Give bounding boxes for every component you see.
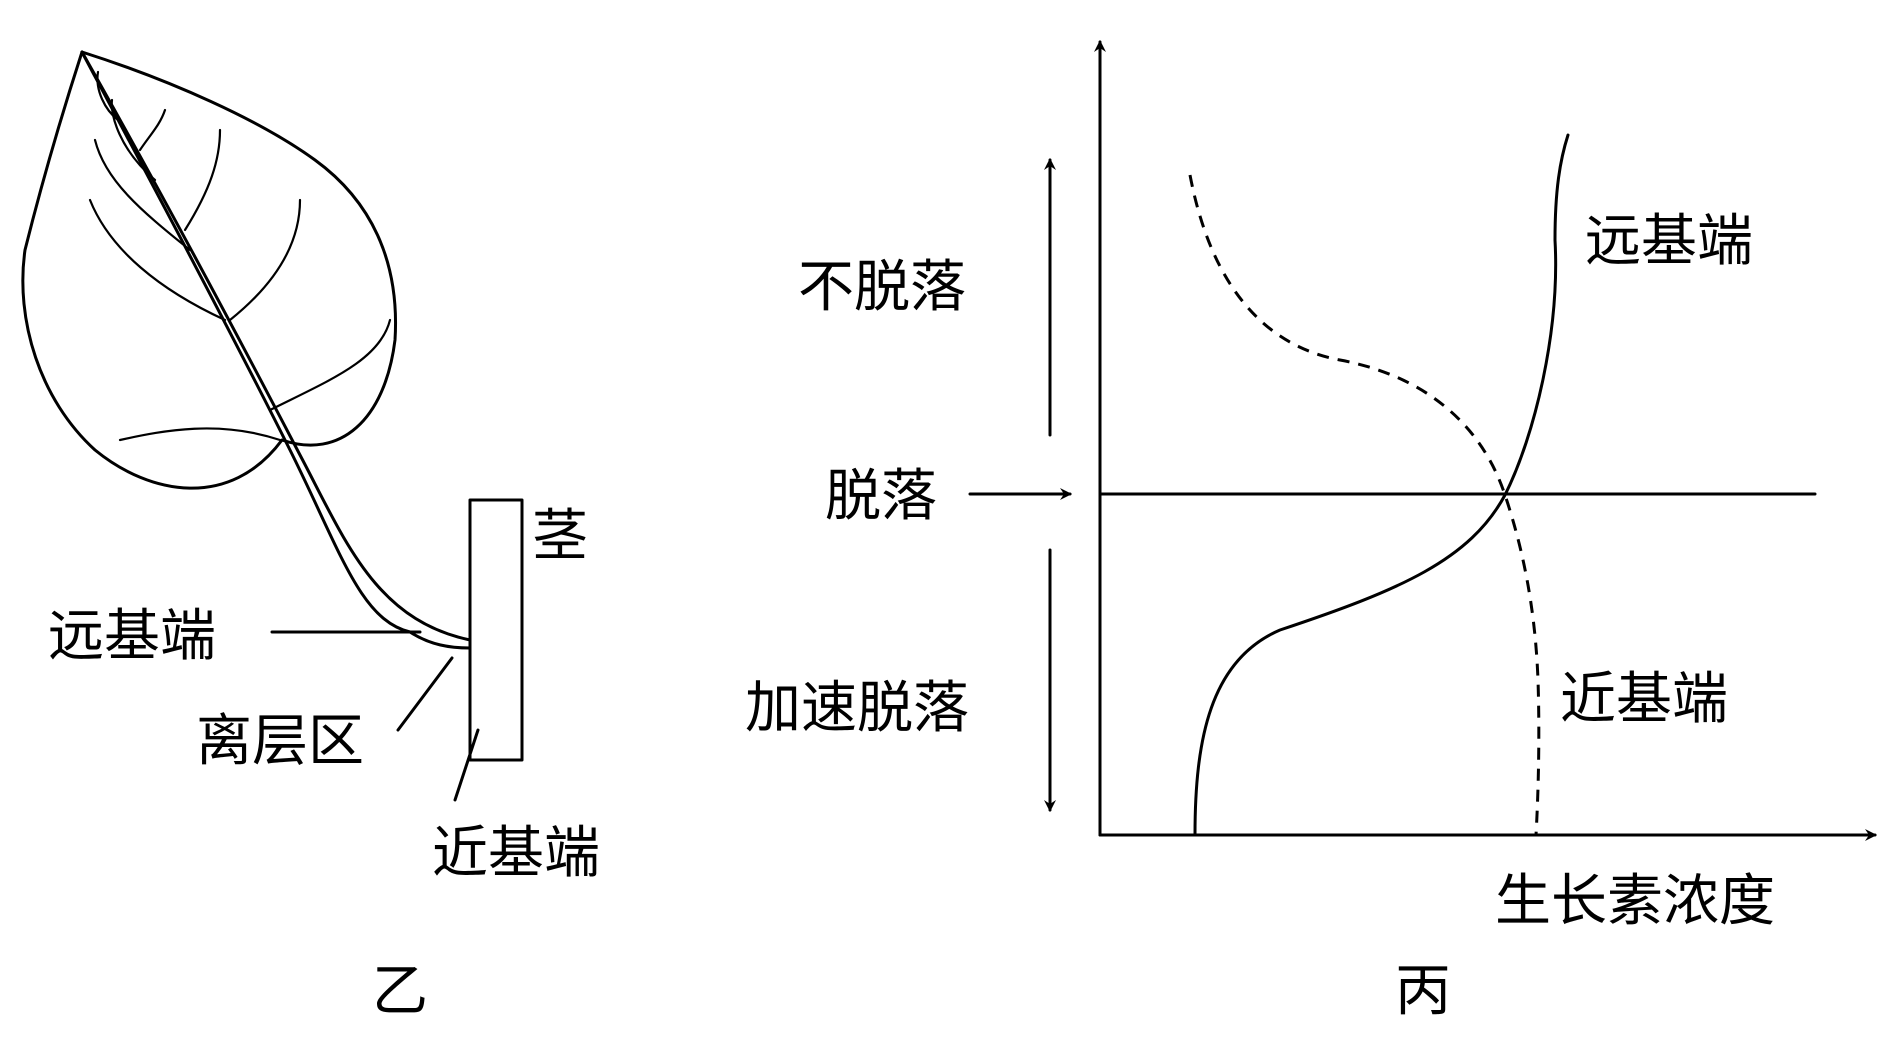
caption-left: 乙 xyxy=(372,959,428,1024)
petiole xyxy=(410,632,470,648)
proximal-curve-label: 近基端 xyxy=(1560,667,1728,732)
leaf-vein xyxy=(230,200,300,320)
leaf-vein xyxy=(90,200,225,320)
leaf-vein xyxy=(140,110,165,150)
caption-right: 丙 xyxy=(1395,959,1451,1024)
accelerated-abscission-label: 加速脱落 xyxy=(745,676,969,741)
leaf-blade xyxy=(23,52,396,488)
midrib-inner xyxy=(82,52,470,640)
abscission-leader-line xyxy=(398,658,452,730)
stem-label: 茎 xyxy=(532,504,588,569)
distal-label: 远基端 xyxy=(48,604,216,669)
abscission-zone-label: 离层区 xyxy=(196,709,364,774)
leaf-vein xyxy=(185,130,220,230)
leaf-vein xyxy=(112,100,155,180)
abscission-label: 脱落 xyxy=(825,464,937,529)
proximal-label: 近基端 xyxy=(432,821,600,886)
proximal-curve xyxy=(1190,175,1539,835)
leaf-diagram xyxy=(23,52,470,640)
leaf-vein xyxy=(270,320,390,410)
stem xyxy=(470,500,522,760)
x-axis-label: 生长素浓度 xyxy=(1495,869,1775,934)
graph xyxy=(970,42,1875,835)
leaf-vein xyxy=(120,428,280,440)
no-abscission-label: 不脱落 xyxy=(798,255,966,320)
distal-curve-label: 远基端 xyxy=(1585,209,1753,274)
distal-curve xyxy=(1195,135,1568,835)
proximal-leader-line xyxy=(455,730,478,800)
